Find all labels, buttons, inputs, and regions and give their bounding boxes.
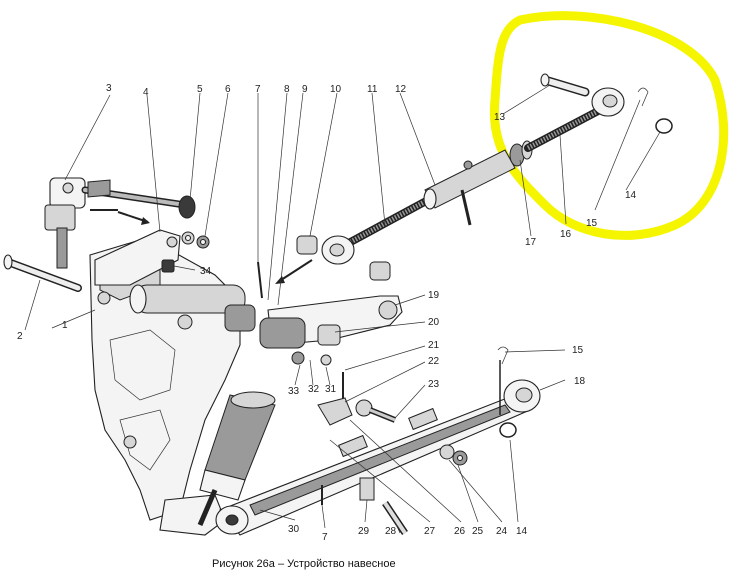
- highlight-loop: [489, 11, 729, 240]
- callout-10: 10: [330, 84, 342, 95]
- cotter-pin-15-lower: [497, 346, 509, 365]
- nut-34: [161, 259, 175, 273]
- callout-23: 23: [428, 379, 440, 390]
- swivel-23: [355, 399, 397, 423]
- spring-ring-14-upper: [655, 118, 673, 134]
- plate-29: [359, 477, 375, 501]
- callout-7a: 7: [255, 84, 261, 95]
- callout-18: 18: [574, 376, 586, 387]
- callout-20: 20: [428, 317, 440, 328]
- fork-22: [317, 397, 353, 426]
- lower-link-18: [215, 379, 541, 536]
- lift-arm-19: [259, 295, 403, 366]
- spring-ring-14-lower: [499, 422, 517, 438]
- callout-21: 21: [428, 340, 440, 351]
- control-lever-3: [44, 177, 196, 269]
- callout-34: 34: [200, 266, 212, 277]
- callout-27: 27: [424, 526, 436, 537]
- cross-shaft: [129, 284, 256, 332]
- callout-15b: 15: [572, 345, 584, 356]
- callout-17: 17: [525, 237, 537, 248]
- callout-8: 8: [284, 84, 290, 95]
- callout-30: 30: [288, 524, 300, 535]
- callout-14a: 14: [625, 190, 637, 201]
- callout-6: 6: [225, 84, 231, 95]
- callout-14b: 14: [516, 526, 528, 537]
- callout-25: 25: [472, 526, 484, 537]
- callout-29: 29: [358, 526, 370, 537]
- callout-15a: 15: [586, 218, 598, 229]
- callout-3: 3: [106, 83, 112, 94]
- callout-1: 1: [62, 320, 68, 331]
- callout-7b: 7: [322, 532, 328, 543]
- callout-13: 13: [494, 112, 506, 123]
- callout-22: 22: [428, 356, 440, 367]
- callout-12: 12: [395, 84, 407, 95]
- bushing-10: [296, 235, 318, 255]
- callout-19: 19: [428, 290, 440, 301]
- figure-caption: Рисунок 26а – Устройство навесное: [212, 558, 396, 570]
- callout-11: 11: [367, 84, 378, 95]
- callout-4: 4: [143, 87, 149, 98]
- callout-31: 31: [325, 384, 337, 395]
- callout-32: 32: [308, 384, 320, 395]
- callout-16: 16: [560, 229, 572, 240]
- callout-24: 24: [496, 526, 508, 537]
- callout-33: 33: [288, 386, 300, 397]
- hydraulic-cylinder: [197, 391, 276, 526]
- washer-24: [439, 444, 455, 460]
- upper-link-assembly: [321, 73, 625, 265]
- callout-2: 2: [17, 331, 23, 342]
- callout-26: 26: [454, 526, 466, 537]
- pin-2: [3, 254, 82, 292]
- callout-labels: 1 2 3 4 5 6 7 8 9 10 11 12 13 14 15 16 1…: [17, 83, 637, 543]
- callout-5: 5: [197, 84, 203, 95]
- assembly-arrows: [117, 211, 313, 284]
- bolt-28: [382, 501, 408, 535]
- cotter-pin-15-upper: [637, 87, 649, 107]
- callout-28: 28: [385, 526, 397, 537]
- leader-lines: [24, 84, 661, 534]
- bolt-7-upper: [257, 261, 263, 299]
- callout-9: 9: [302, 84, 308, 95]
